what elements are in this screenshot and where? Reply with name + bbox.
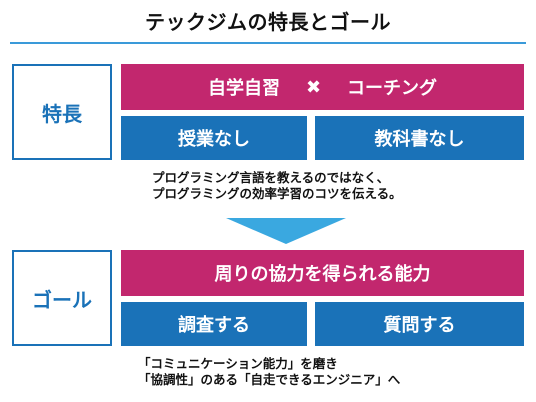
goal-top-bar-label: 周りの協力を得られる能力 bbox=[214, 264, 431, 285]
features-label: 特長 bbox=[42, 101, 82, 126]
goal-item-investigate: 調査する bbox=[121, 302, 307, 346]
feature-item-no-textbook: 教科書なし bbox=[315, 116, 524, 160]
goal-item-ask: 質問する bbox=[315, 302, 524, 346]
goal-top-bar: 周りの協力を得られる能力 bbox=[121, 250, 524, 296]
features-note: プログラミング言語を教えるのではなく、 プログラミングの効率学習のコツを伝える。 bbox=[152, 170, 402, 202]
title-divider bbox=[10, 42, 526, 44]
goal-note: 「コミュニケーション能力」を磨き 「協調性」のある「自走できるエンジニア」へ bbox=[138, 356, 400, 388]
features-note-line-2: プログラミングの効率学習のコツを伝える。 bbox=[152, 186, 402, 201]
cross-icon: ✖ bbox=[305, 76, 322, 98]
goal-note-line-1: 「コミュニケーション能力」を磨き bbox=[138, 356, 338, 371]
feature-item-label: 授業なし bbox=[178, 129, 250, 150]
down-arrow-icon bbox=[226, 218, 346, 244]
features-note-line-1: プログラミング言語を教えるのではなく、 bbox=[152, 170, 390, 185]
features-top-bar: 自学自習 ✖ コーチング bbox=[121, 64, 524, 110]
goal-item-label: 調査する bbox=[178, 315, 250, 336]
goal-note-line-2: 「協調性」のある「自走できるエンジニア」へ bbox=[138, 372, 401, 387]
goal-item-label: 質問する bbox=[383, 315, 456, 336]
feature-item-no-lessons: 授業なし bbox=[121, 116, 307, 160]
page-title: テックジムの特長とゴール bbox=[145, 10, 391, 34]
goal-label: ゴール bbox=[32, 287, 92, 312]
goal-label-box: ゴール bbox=[12, 250, 112, 346]
coaching-label: コーチング bbox=[347, 78, 438, 99]
down-arrow-shape bbox=[226, 218, 346, 244]
feature-item-label: 教科書なし bbox=[374, 129, 465, 150]
features-label-box: 特長 bbox=[12, 64, 112, 160]
self-study-label: 自学自習 bbox=[207, 78, 280, 99]
